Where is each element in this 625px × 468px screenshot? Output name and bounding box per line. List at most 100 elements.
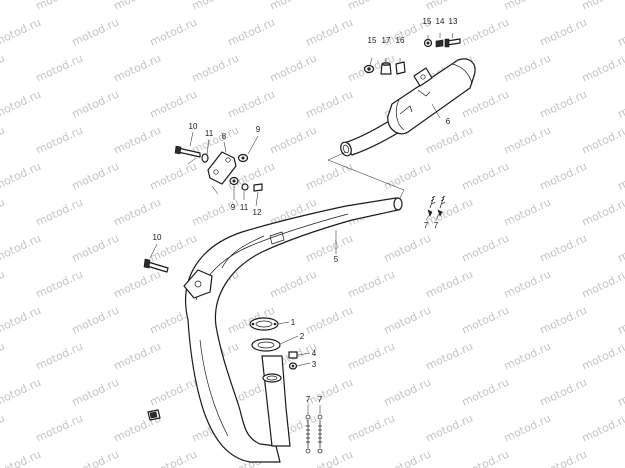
watermark-text: motod.ru [538,16,589,49]
watermark-text: motod.ru [70,88,121,121]
watermark-text: motod.ru [304,16,355,49]
assembly-guides [149,32,454,414]
watermark-text: motod.ru [34,268,85,301]
watermark-text: motod.ru [382,304,433,337]
watermark-text: motod.ru [0,88,43,121]
watermark-text: motod.ru [70,376,121,409]
watermark-text: motod.ru [0,448,43,468]
callout-7-lower-left: 7 [306,395,311,404]
watermark-text: motod.ru [424,268,475,301]
watermark-text: motod.ru [580,268,625,301]
watermark-text: motod.ru [616,88,625,121]
watermark-text: motod.ru [382,448,433,468]
watermark-text: motod.ru [112,124,163,157]
watermark-text: motod.ru [616,16,625,49]
watermark-text: motod.ru [34,0,85,13]
watermark-text: motod.ru [382,160,433,193]
watermark-text: motod.ru [70,232,121,265]
watermark-text: motod.ru [34,412,85,445]
watermark-text: motod.ru [502,124,553,157]
watermark-text: motod.ru [616,160,625,193]
watermark-text: motod.ru [148,448,199,468]
watermark-text: motod.ru [268,268,319,301]
watermark-text: motod.ru [0,124,7,157]
callout-7-upper-right: 7 [434,221,439,230]
watermark-text: motod.ru [0,16,43,49]
callout-8: 8 [222,132,227,141]
watermark-text: motod.ru [616,448,625,468]
flange-nuts [288,351,298,370]
callout-16: 16 [396,36,405,45]
watermark-text: motod.ru [580,196,625,229]
callout-15-top: 15 [423,17,432,26]
watermark-text: motod.ru [0,232,43,265]
watermark-text: motod.ru [580,52,625,85]
watermark-text: motod.ru [346,412,397,445]
watermark-text: motod.ru [580,340,625,373]
watermark-text: motod.ru [382,232,433,265]
watermark-text: motod.ru [70,16,121,49]
watermark-text: motod.ru [460,376,511,409]
watermark-text: motod.ru [190,0,241,13]
springs-lower [305,414,323,454]
watermark-text: motod.ru [538,448,589,468]
watermark-text: motod.ru [382,376,433,409]
callout-7-upper-left: 7 [424,221,429,230]
watermark-text: motod.ru [616,376,625,409]
watermark-text: motod.ru [0,196,7,229]
flange-gasket [249,317,281,352]
watermark-text: motod.ru [538,160,589,193]
watermark-text: motod.ru [460,232,511,265]
watermark-text: motod.ru [304,160,355,193]
watermark-text: motod.ru [148,376,199,409]
callout-13: 13 [449,17,458,26]
chamber-bolt [143,258,169,273]
clip [147,409,161,421]
watermark-text: motod.ru [460,448,511,468]
callout-7-lower-right: 7 [318,395,323,404]
watermark-text: motod.ru [268,124,319,157]
watermark-text: motod.ru [460,88,511,121]
watermark-text: motod.ru [502,412,553,445]
watermark-text: motod.ru [460,304,511,337]
watermark-text: motod.ru [190,124,241,157]
callout-10-lower: 10 [153,233,162,242]
watermark-text: motod.ru [304,304,355,337]
watermark-text: motod.ru [268,52,319,85]
watermark-text: motod.ru [616,304,625,337]
springs-upper [427,195,446,217]
watermark-text: motod.ru [226,88,277,121]
watermark-text: motod.ru [460,16,511,49]
callout-9-upper: 9 [256,125,261,134]
callout-12: 12 [253,208,262,217]
watermark-text: motod.ru [268,0,319,13]
watermark-text: motod.ru [424,340,475,373]
watermark-text: motod.ru [538,304,589,337]
watermark-text: motod.ru [538,88,589,121]
watermark-text: motod.ru [190,196,241,229]
watermark-text: motod.ru [538,232,589,265]
watermark-text: motod.ru [0,340,7,373]
callout-4: 4 [312,349,317,358]
watermark-text: motod.ru [148,160,199,193]
watermark-text: motod.ru [424,124,475,157]
watermark-text: motod.ru [0,52,7,85]
watermark-text: motod.ru [580,0,625,13]
callout-labels: 15 14 13 15 17 16 6 10 11 8 9 9 11 12 7 … [153,17,458,404]
exhaust-pipe [183,197,403,463]
watermark-text: motod.ru [34,196,85,229]
watermark-text: motod.ru [112,0,163,13]
watermark-text: motod.ru [70,304,121,337]
watermark-text: motod.ru [502,52,553,85]
watermark-text: motod.ru [0,412,7,445]
watermark-text: motod.ru [112,268,163,301]
watermark-text: motod.ru [190,52,241,85]
watermark-text: motod.ru [0,268,7,301]
watermark-text: motod.ru [502,196,553,229]
watermark-text: motod.ru [34,340,85,373]
watermark-text: motod.ru [502,0,553,13]
watermark-text: motod.ru [616,232,625,265]
watermark-text: motod.ru [0,0,7,13]
muffler-mount-hardware [363,38,461,75]
